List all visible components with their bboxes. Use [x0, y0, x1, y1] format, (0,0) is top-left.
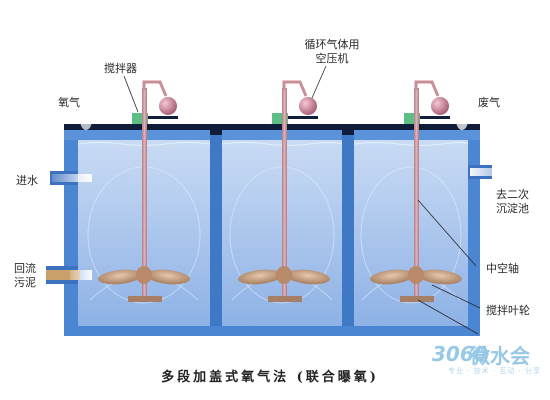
label-oxygen: 氧气 — [58, 96, 80, 109]
leader-lines — [123, 65, 481, 335]
watermark: 3060 微水会 专业 · 技术 · 互动 · 分享 — [430, 340, 550, 380]
watermark-tagline: 专业 · 技术 · 互动 · 分享 — [448, 367, 542, 375]
label-inflow: 进水 — [16, 174, 38, 187]
label-agitator: 搅拌器 — [104, 62, 137, 75]
exhaust-puff — [456, 102, 473, 130]
label-exhaust: 废气 — [478, 96, 500, 109]
tank-cover-light — [64, 130, 480, 140]
partition-1 — [210, 130, 222, 326]
agitator-unit-1 — [142, 80, 178, 302]
diagram-caption: 多段加盖式氧气法 (联合曝氧) — [161, 370, 379, 385]
label-return-1: 回流 — [14, 262, 36, 275]
agitator-unit-3 — [414, 80, 450, 302]
impeller-2 — [238, 266, 330, 302]
oxygen-inlet-puff — [80, 104, 97, 130]
agitator-unit-2 — [282, 80, 318, 302]
partition-top-1 — [210, 130, 222, 135]
watermark-name: 微水会 — [470, 344, 530, 368]
partition-top-2 — [342, 130, 354, 135]
tank-cover — [64, 124, 480, 130]
chamber-3 — [354, 140, 468, 326]
inflow-pipe — [50, 171, 92, 185]
impeller-3 — [370, 266, 462, 302]
label-return-2: 污泥 — [14, 276, 36, 289]
impeller-1 — [98, 266, 190, 302]
seal-3 — [404, 113, 420, 124]
watermark-logo: 3060 — [432, 342, 488, 366]
outflow-pipe — [468, 165, 520, 179]
label-outflow-2: 沉淀池 — [496, 202, 529, 215]
seal-1 — [132, 113, 148, 124]
label-impeller: 搅拌叶轮 — [486, 304, 530, 317]
label-compressor-1: 循环气体用 — [304, 38, 360, 51]
partition-2 — [342, 130, 354, 326]
label-hollow-shaft: 中空轴 — [486, 262, 519, 275]
return-sludge-pipe — [46, 266, 92, 284]
label-compressor-2: 空压机 — [315, 52, 349, 65]
label-outflow-1: 去二次 — [496, 188, 529, 201]
seal-2 — [272, 113, 288, 124]
